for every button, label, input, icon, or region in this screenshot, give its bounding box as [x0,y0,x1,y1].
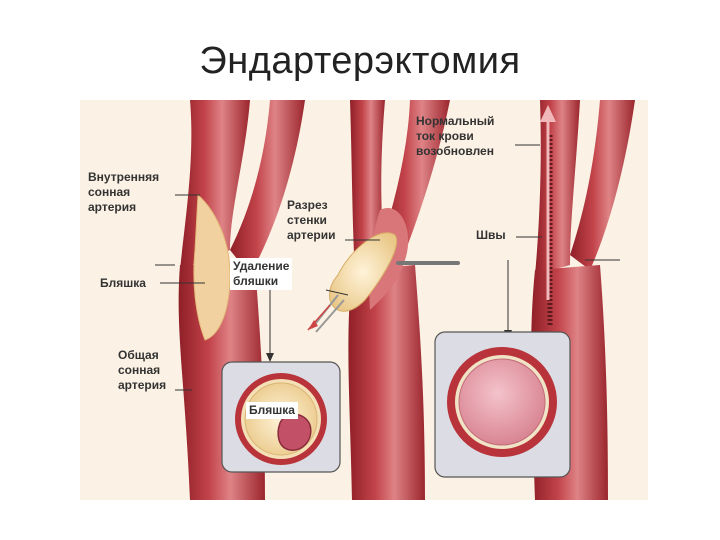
label-plaque-cross-section: Бляшка [246,402,298,419]
slide-title: Эндартерэктомия [199,40,521,82]
illustration-artwork [155,100,635,500]
artery-1-plaque [193,193,231,341]
label-internal-carotid: Внутренняя сонная артерия [88,170,160,214]
label-normal-flow: Нормальный ток крови возобновлен [416,114,495,158]
label-plaque: Бляшка [100,276,146,290]
artery-3-right-branch [570,100,635,270]
endarterectomy-illustration: Внутренняя сонная артерия Бляшка Общая с… [80,100,648,500]
artery-2-common-trunk [348,265,425,500]
cross-section-before-lumen [277,413,312,451]
label-plaque-removal: Удаление бляшки [230,258,293,290]
artery-3-left-branch [535,100,580,275]
label-incision: Разрез стенки артерии [287,198,336,242]
label-common-carotid: Общая сонная артерия [118,348,167,392]
cross-section-after-lumen [458,358,546,446]
artery-2-plaque-removed [329,232,397,312]
label-sutures: Швы [476,228,506,242]
artery-1-external-branch [230,100,305,275]
